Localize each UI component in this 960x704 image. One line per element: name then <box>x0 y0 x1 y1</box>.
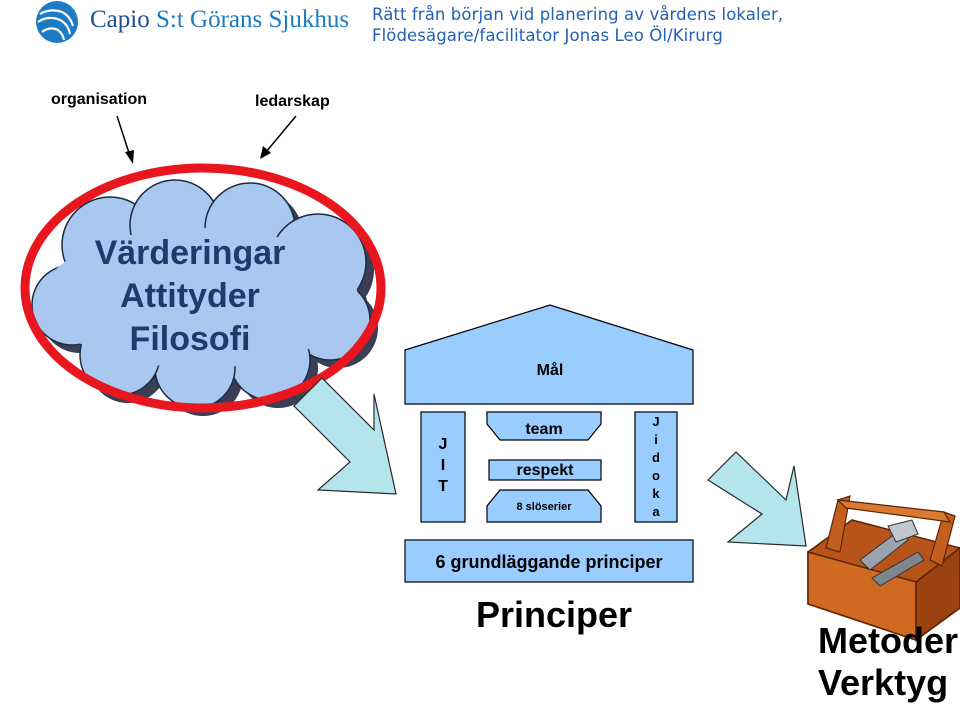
team-box <box>486 411 602 441</box>
foundation-label: 6 grundläggande principer <box>435 552 663 572</box>
right-pillar-letter: k <box>652 486 660 501</box>
tools-line-2: Verktyg <box>818 662 949 703</box>
cloud-fill <box>42 228 358 368</box>
right-pillar-letter: i <box>654 432 658 447</box>
tools-caption: Metoder Verktyg <box>818 620 958 704</box>
tools-line-1: Metoder <box>818 620 959 661</box>
house-roof-label: Mål <box>536 362 564 379</box>
left-pillar-letter: J <box>438 436 448 453</box>
sloserier-box <box>486 489 602 523</box>
logo-wordmark: Capio S:t Görans Sjukhus <box>90 6 349 34</box>
label-organisation: organisation <box>51 91 148 108</box>
cloud-text: Värderingar Attityder Filosofi <box>70 232 310 361</box>
right-pillar-letter: a <box>652 504 660 519</box>
respekt-label: respekt <box>516 462 574 479</box>
label-ledarskap: ledarskap <box>255 93 330 110</box>
logo-brand: Capio <box>90 6 150 33</box>
team-label: team <box>525 421 563 438</box>
right-pillar-label: J i d o k a <box>635 413 677 521</box>
header-line-1: Rätt från början vid planering av vården… <box>372 5 784 24</box>
capio-logo-icon <box>36 1 78 43</box>
sloserier-label: 8 slöserier <box>516 501 572 513</box>
left-pillar-letter: T <box>438 478 448 495</box>
house-pillar-right <box>634 411 678 523</box>
right-pillar-letter: d <box>652 450 660 465</box>
left-pillar-letter: I <box>440 457 446 474</box>
toolbox-icon <box>807 495 960 642</box>
house-roof <box>404 304 694 405</box>
ledarskap-arrow <box>260 115 297 159</box>
cloud-line-2: Attityder <box>120 277 260 315</box>
organisation-arrow <box>116 115 134 164</box>
cloud-line-3: Filosofi <box>129 320 251 358</box>
arrow-to-tools <box>707 451 807 547</box>
right-pillar-letter: J <box>652 414 660 429</box>
highlight-ellipse <box>20 163 386 413</box>
cloud-line-1: Värderingar <box>94 234 286 272</box>
arrow-to-principles <box>293 377 397 495</box>
house-foundation <box>404 539 694 583</box>
header-line-2: Flödesägare/facilitator Jonas Leo Öl/Kir… <box>372 26 723 45</box>
principer-caption: Principer <box>476 594 633 635</box>
right-pillar-letter: o <box>652 468 660 483</box>
logo-hospital-name: S:t Görans Sjukhus <box>155 6 350 33</box>
house-pillar-left <box>420 411 466 523</box>
left-pillar-label: J I T <box>421 434 465 497</box>
respekt-box <box>488 459 602 481</box>
